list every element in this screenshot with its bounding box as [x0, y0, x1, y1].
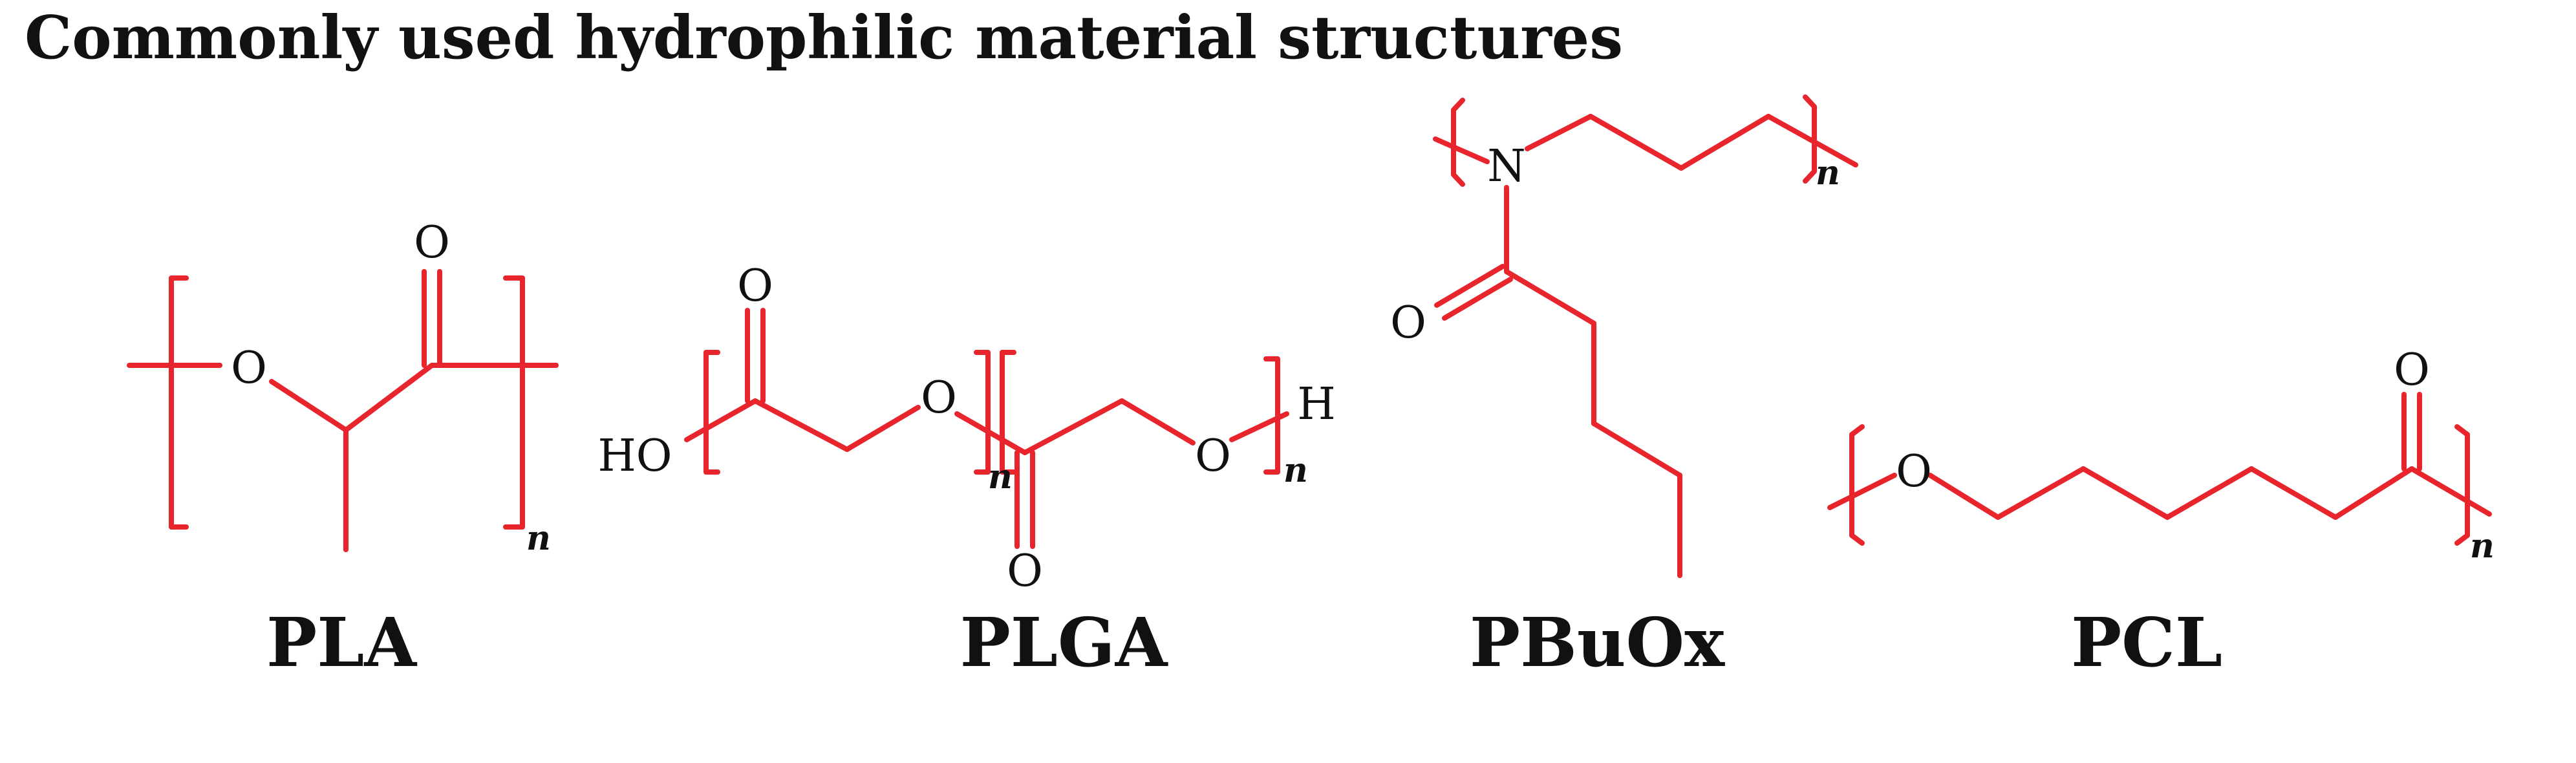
pbuox-bond-c2-to-c3 [1679, 114, 1771, 171]
pla-bracket-right [503, 275, 525, 530]
pcl-bond-c5-to-carbonyl [2333, 466, 2414, 520]
plga-bond-c1-to-ch2 [753, 398, 850, 452]
pcl-bond-c4-to-c5 [2249, 466, 2338, 520]
pcl-repeat-subscript: n [2470, 526, 2495, 566]
plga-bracket-right-1 [974, 350, 991, 475]
pla-bond-o-to-ch [269, 379, 349, 433]
page-title: Commonly used hydrophilic material struc… [25, 3, 1624, 72]
plga-bracket-left-2 [1000, 350, 1016, 475]
plga-bracket-right-2 [1263, 356, 1280, 475]
pcl-bond-c1-to-c2 [1995, 466, 2086, 520]
pla-oxygen-label: O [231, 343, 267, 394]
pcl-carbonyl-oxygen-label: O [2394, 345, 2430, 396]
structure-pbuox: N n O PBuOx [1390, 94, 1858, 682]
pbuox-bond-c5-to-c6 [1591, 421, 1682, 478]
plga-carbonyl-oxygen-top-label: O [737, 261, 773, 312]
plga-bracket-left-1 [703, 350, 720, 475]
pbuox-repeat-subscript: n [1816, 153, 1840, 193]
pbuox-bond-c1-to-c2 [1588, 114, 1684, 171]
plga-bond-c2-to-ch2b [1022, 398, 1124, 455]
pcl-bracket-left [1849, 424, 1865, 546]
pbuox-bond-left-stub [1433, 136, 1490, 164]
pbuox-name-label: PBuOx [1470, 603, 1725, 682]
pcl-bracket-right [2454, 424, 2470, 546]
plga-bond-ch2-to-o1 [844, 405, 921, 452]
pla-bond-ch-to-carbonyl [343, 363, 435, 433]
pbuox-carbonyl-oxygen-label: O [1390, 297, 1426, 349]
plga-repeat-subscript-1: n [988, 457, 1013, 497]
pla-repeat-subscript: n [526, 519, 551, 558]
plga-terminal-hydrogen-label: H [1297, 379, 1335, 430]
pla-carbonyl-oxygen-label: O [414, 217, 450, 268]
pbuox-bond-carbonyl-double-a [1434, 264, 1505, 308]
plga-bond-ho-to-c1 [684, 398, 758, 442]
plga-name-label: PLGA [960, 603, 1168, 682]
pla-bracket-left [169, 275, 189, 530]
pcl-ester-oxygen-label: O [1896, 446, 1932, 497]
pcl-name-label: PCL [2071, 603, 2222, 682]
plga-ester-oxygen-1-label: O [921, 372, 957, 424]
pcl-bond-c3-to-c4 [2165, 466, 2254, 520]
pbuox-bond-n-to-c1 [1525, 114, 1593, 151]
plga-hydroxyl-label: HO [597, 431, 672, 482]
structure-pla: O O n PLA [127, 217, 559, 682]
plga-carbonyl-oxygen-bottom-label: O [1007, 546, 1043, 597]
pbuox-nitrogen-label: N [1487, 141, 1526, 192]
plga-bond-o1-to-c2 [954, 411, 1027, 455]
pcl-bond-left-stub [1827, 473, 1897, 510]
plga-bond-ch2b-to-o2 [1119, 398, 1196, 446]
pla-name-label: PLA [266, 603, 417, 682]
structure-pcl: O O n PCL [1827, 345, 2495, 682]
pbuox-bond-carbonyl-double-b [1442, 277, 1513, 321]
pcl-bond-o-to-c1 [1927, 473, 2001, 520]
pcl-bond-c2-to-c3 [2081, 466, 2170, 520]
pbuox-bracket-right [1803, 94, 1817, 184]
pbuox-bracket-left [1451, 98, 1465, 187]
pbuox-bond-carbonyl-to-c4 [1504, 269, 1596, 326]
pcl-bond-right-stub [2409, 466, 2492, 517]
plga-ester-oxygen-2-label: O [1195, 431, 1231, 482]
structure-plga: HO O O n O O H n PLGA [597, 261, 1335, 682]
plga-repeat-subscript-2: n [1283, 451, 1308, 490]
